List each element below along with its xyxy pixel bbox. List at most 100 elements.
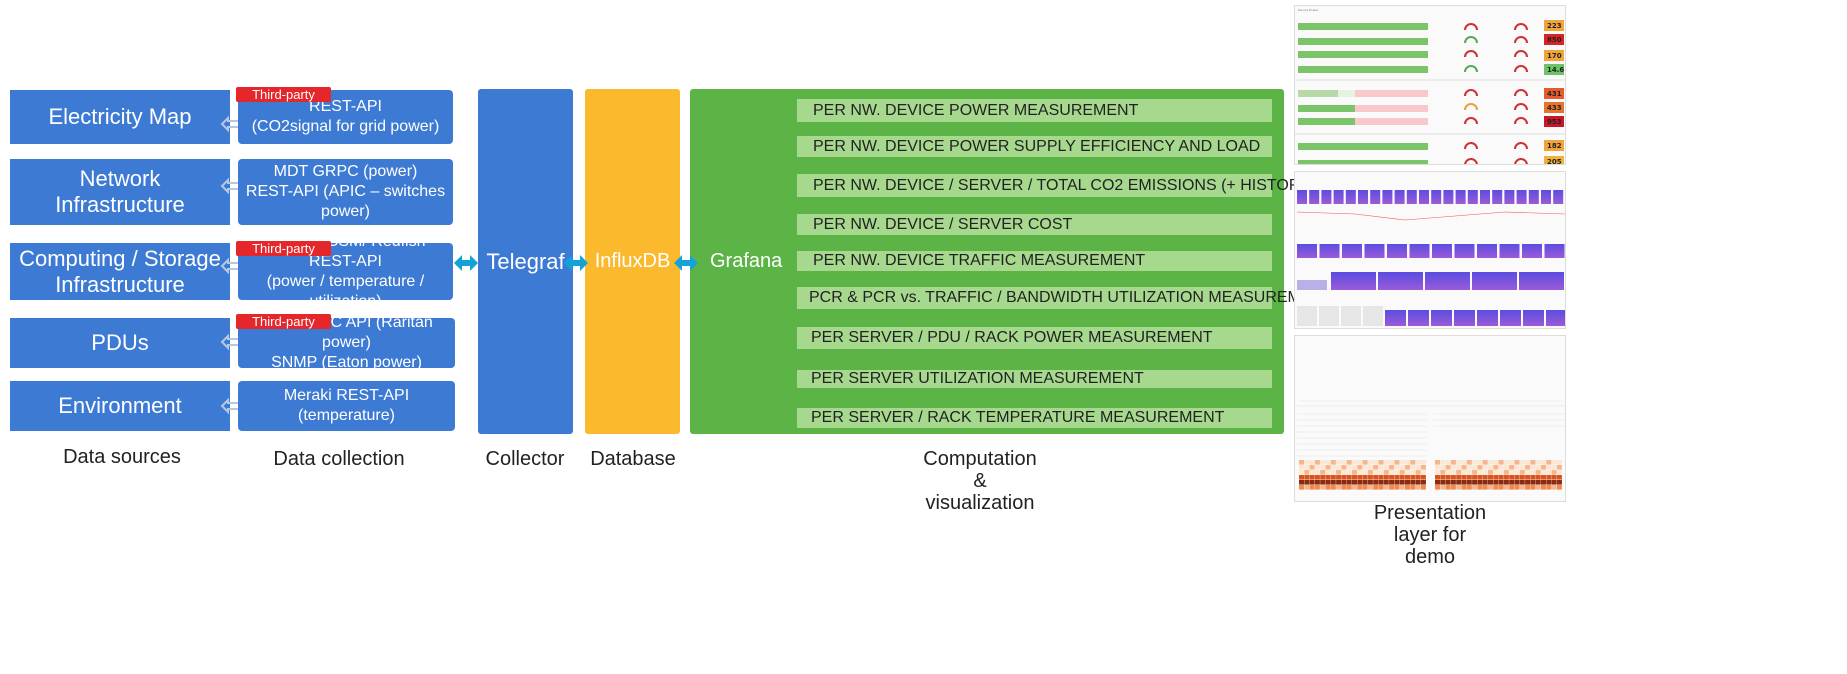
heat-cell bbox=[1498, 475, 1504, 480]
heat-cell bbox=[1482, 465, 1488, 470]
heat-cell bbox=[1482, 475, 1488, 480]
heat-cell bbox=[1509, 470, 1515, 475]
heat-cell bbox=[1546, 485, 1552, 490]
value-tile-label: 431 bbox=[1547, 90, 1562, 98]
bar bbox=[1492, 190, 1503, 204]
gauge-arc bbox=[1464, 142, 1478, 150]
heat-cell bbox=[1503, 470, 1509, 475]
heat-cell bbox=[1304, 470, 1310, 475]
bar bbox=[1297, 306, 1317, 326]
heat-cell bbox=[1309, 475, 1315, 480]
bar bbox=[1431, 190, 1442, 204]
heat-cell bbox=[1336, 470, 1342, 475]
heat-cell bbox=[1456, 465, 1462, 470]
bar bbox=[1333, 190, 1344, 204]
bar bbox=[1309, 190, 1320, 204]
metric-traffic: PER NW. DEVICE TRAFFIC MEASUREMENT bbox=[797, 251, 1272, 271]
bar bbox=[1544, 244, 1565, 258]
gauge-arc bbox=[1514, 142, 1528, 150]
heat-cell bbox=[1399, 470, 1405, 475]
heat-cell bbox=[1325, 470, 1331, 475]
bar bbox=[1541, 190, 1551, 204]
heat-cell bbox=[1551, 480, 1557, 485]
heat-cell bbox=[1509, 465, 1515, 470]
bar bbox=[1378, 272, 1423, 290]
heat-cell bbox=[1325, 480, 1331, 485]
heat-cell bbox=[1535, 470, 1541, 475]
heat-cell bbox=[1378, 470, 1384, 475]
bar-fill bbox=[1298, 66, 1428, 73]
value-tile bbox=[1544, 102, 1564, 113]
heat-cell bbox=[1399, 475, 1405, 480]
heat-cell bbox=[1466, 460, 1472, 465]
heat-cell bbox=[1461, 470, 1467, 475]
heat-cell bbox=[1556, 475, 1562, 480]
heat-cell bbox=[1556, 480, 1562, 485]
heat-cell bbox=[1362, 480, 1368, 485]
heat-cell bbox=[1498, 485, 1504, 490]
gauge-arc bbox=[1514, 117, 1528, 125]
heat-cell bbox=[1525, 485, 1531, 490]
metric-server-pdu-rack-power: PER SERVER / PDU / RACK POWER MEASUREMEN… bbox=[797, 327, 1272, 349]
heat-cell bbox=[1493, 460, 1499, 465]
heat-cell bbox=[1530, 470, 1536, 475]
heat-cell bbox=[1509, 485, 1515, 490]
heat-cell bbox=[1546, 460, 1552, 465]
heat-cell bbox=[1514, 470, 1520, 475]
heat-cell bbox=[1389, 475, 1395, 480]
heat-cell bbox=[1352, 465, 1357, 470]
gauge-arc bbox=[1464, 65, 1478, 73]
heat-cell bbox=[1341, 465, 1347, 470]
heat-cell bbox=[1440, 475, 1446, 480]
bar bbox=[1319, 244, 1340, 258]
heat-cell bbox=[1498, 465, 1504, 470]
heat-cell bbox=[1509, 475, 1515, 480]
heat-cell bbox=[1450, 485, 1456, 490]
bar bbox=[1432, 244, 1452, 258]
bar bbox=[1504, 190, 1515, 204]
heat-cell bbox=[1519, 465, 1525, 470]
heat-cell bbox=[1346, 485, 1352, 490]
heat-cell bbox=[1530, 475, 1536, 480]
heat-cell bbox=[1367, 465, 1373, 470]
heat-cell bbox=[1357, 460, 1363, 465]
heat-cell bbox=[1341, 470, 1347, 475]
svg-text:Device Power: Device Power bbox=[1298, 8, 1319, 12]
heat-cell bbox=[1357, 475, 1363, 480]
heat-cell bbox=[1309, 480, 1315, 485]
heat-cell bbox=[1346, 480, 1352, 485]
heat-cell bbox=[1373, 465, 1379, 470]
heat-cell bbox=[1435, 480, 1440, 485]
gauge-arc bbox=[1464, 23, 1478, 31]
label-computation: Computation & visualization bbox=[923, 448, 1037, 514]
arrow-telegraf-influxdb bbox=[564, 255, 588, 271]
heat-cell bbox=[1541, 475, 1546, 480]
heat-cell bbox=[1357, 465, 1363, 470]
heat-cell bbox=[1477, 475, 1483, 480]
arrow-influxdb-grafana bbox=[674, 255, 698, 271]
heat-cell bbox=[1420, 470, 1426, 475]
heat-cell bbox=[1503, 465, 1509, 470]
value-tile bbox=[1544, 116, 1564, 127]
bar bbox=[1477, 310, 1498, 326]
bar bbox=[1431, 310, 1452, 326]
heat-cell bbox=[1551, 485, 1557, 490]
metric-temperature: PER SERVER / RACK TEMPERATURE MEASUREMEN… bbox=[797, 408, 1272, 428]
heat-cell bbox=[1304, 475, 1310, 480]
label-data-collection: Data collection bbox=[273, 448, 405, 470]
heat-cell bbox=[1420, 465, 1426, 470]
heat-cell bbox=[1336, 485, 1342, 490]
heat-cell bbox=[1405, 470, 1410, 475]
heat-cell bbox=[1461, 485, 1467, 490]
heat-cell bbox=[1519, 485, 1525, 490]
database-influxdb: InfluxDB bbox=[585, 89, 680, 434]
bar bbox=[1500, 310, 1521, 326]
heat-cell bbox=[1445, 470, 1451, 475]
heat-cell bbox=[1362, 485, 1368, 490]
heat-cell bbox=[1362, 475, 1368, 480]
heat-cell bbox=[1535, 465, 1541, 470]
heat-cell bbox=[1461, 480, 1467, 485]
bar bbox=[1321, 190, 1332, 204]
heat-cell bbox=[1367, 470, 1373, 475]
